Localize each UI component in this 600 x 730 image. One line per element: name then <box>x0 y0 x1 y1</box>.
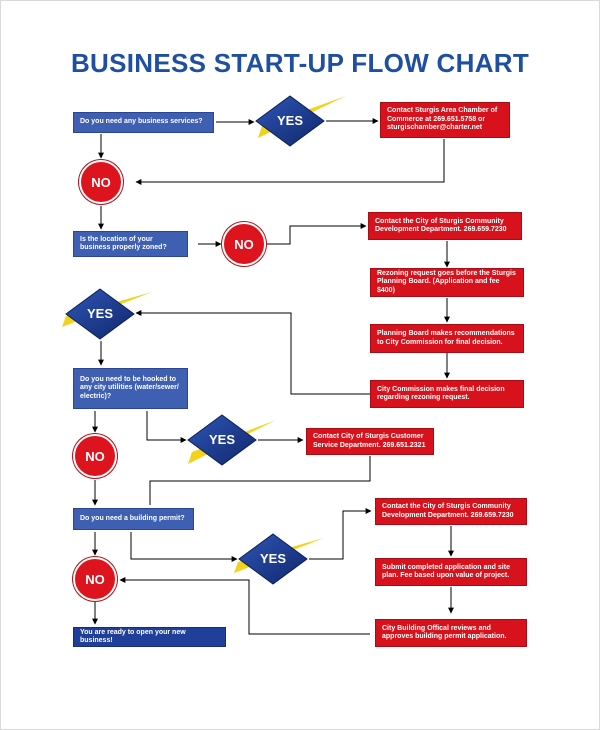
yes-diamond-2 <box>62 288 152 340</box>
action-contact-cdd-zoning: Contact the City of Sturgis Community De… <box>368 212 522 240</box>
yes-diamond-1 <box>255 95 346 147</box>
no-circle-3: NO <box>73 434 117 478</box>
action-official-reviews: City Building Offical reviews and approv… <box>375 619 527 647</box>
question-building-permit: Do you need a building permit? <box>73 508 194 530</box>
question-business-services: Do you need any business services? <box>73 112 214 133</box>
action-contact-cdd-permit: Contact the City of Sturgis Community De… <box>375 498 527 525</box>
yes-label-1: YES <box>276 113 303 128</box>
yes-label-3: YES <box>208 432 235 447</box>
action-city-commission: City Commission makes final decision reg… <box>370 380 524 408</box>
action-rezoning-request: Rezoning request goes before the Sturgis… <box>370 268 524 297</box>
no-circle-1: NO <box>79 160 123 204</box>
yes-diamond-3 <box>187 414 276 466</box>
question-city-utilities: Do you need to be hooked to any city uti… <box>73 368 188 409</box>
connector-lines <box>92 118 454 635</box>
no-circle-2: NO <box>222 222 266 266</box>
action-planning-board: Planning Board makes recommendations to … <box>370 324 524 353</box>
action-customer-service: Contact City of Sturgis Customer Service… <box>306 428 434 455</box>
yes-label-4: YES <box>259 551 286 566</box>
yes-label-2: YES <box>86 306 113 321</box>
action-contact-chamber: Contact Sturgis Area Chamber of Commerce… <box>380 102 510 138</box>
yes-diamond-4 <box>234 533 324 585</box>
chart-title: BUSINESS START-UP FLOW CHART <box>70 48 530 78</box>
action-submit-application: Submit completed application and site pl… <box>375 558 527 586</box>
final-ready-to-open: You are ready to open your new business! <box>73 627 226 647</box>
no-circle-4: NO <box>73 557 117 601</box>
question-properly-zoned: Is the location of your business properl… <box>73 231 188 257</box>
